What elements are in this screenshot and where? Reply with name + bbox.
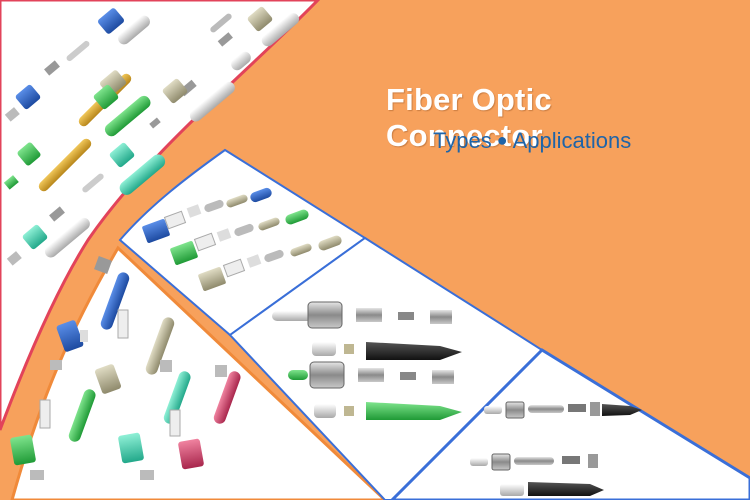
lc-connectors-panel — [0, 0, 321, 431]
st-connector-exploded-icon — [470, 401, 642, 496]
fc-connector-exploded-icon — [272, 301, 462, 420]
subtitle-bullet: ● — [496, 130, 508, 150]
subtitle-applications: Applications — [512, 128, 632, 153]
subtitle-types: Types — [433, 128, 492, 153]
banner-subtitle: Types●Applications — [433, 128, 733, 154]
sc-connector-exploded-icon — [142, 187, 342, 291]
banner-title: Fiber Optic Connector — [386, 82, 552, 153]
mu-connectors-panel — [10, 245, 388, 500]
lc-connector-exploded-icon — [3, 6, 300, 266]
mu-connector-exploded-icon — [10, 256, 241, 480]
sc-connectors-panel — [118, 148, 367, 337]
st-connectors-panel — [389, 348, 750, 500]
